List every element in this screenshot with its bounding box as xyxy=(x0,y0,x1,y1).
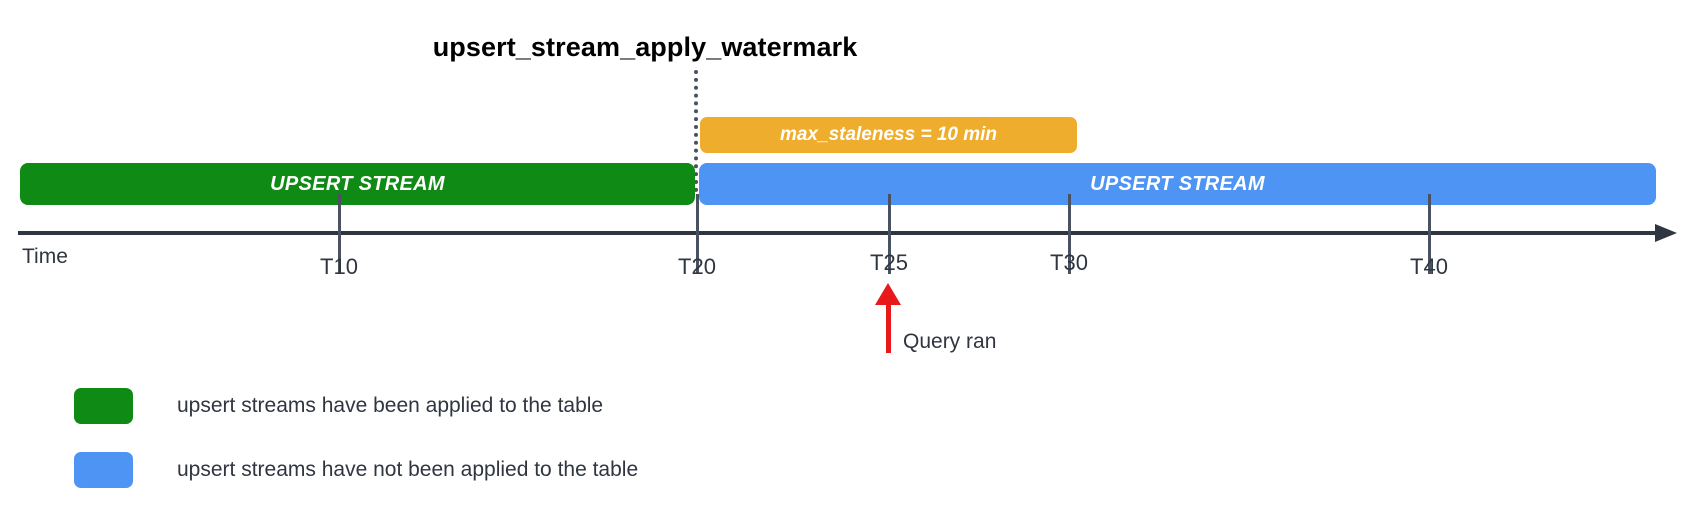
time-axis-caption: Time xyxy=(22,245,68,268)
upsert-stream-pending-label: UPSERT STREAM xyxy=(1090,172,1265,195)
page-title: upsert_stream_apply_watermark xyxy=(432,32,858,62)
max-staleness-label: max_staleness = 10 min xyxy=(779,124,998,145)
upsert-stream-pending-bar: UPSERT STREAM xyxy=(699,163,1656,205)
axis-tick-t40 xyxy=(1428,194,1431,274)
axis-tick-t10 xyxy=(338,194,341,274)
legend-swatch xyxy=(74,388,133,424)
legend-swatch xyxy=(74,452,133,488)
query-ran-arrow-icon xyxy=(875,283,901,305)
upsert-stream-applied-label: UPSERT STREAM xyxy=(270,172,445,195)
time-axis-arrow-icon xyxy=(1655,224,1677,242)
axis-tick-t30 xyxy=(1068,194,1071,274)
axis-tick-label-t10: T10 xyxy=(320,254,358,279)
upsert-stream-applied-bar: UPSERT STREAM xyxy=(20,163,695,205)
axis-tick-t20 xyxy=(696,194,699,274)
legend-label: upsert streams have been applied to the … xyxy=(177,394,604,417)
axis-tick-label-t20: T20 xyxy=(678,254,716,279)
max-staleness-band: max_staleness = 10 min xyxy=(700,117,1077,153)
legend: upsert streams have been applied to the … xyxy=(74,385,638,513)
axis-tick-label-t25: T25 xyxy=(870,250,908,275)
query-ran-label: Query ran xyxy=(903,330,997,353)
watermark-dotted-line xyxy=(694,70,698,192)
axis-tick-label-t40: T40 xyxy=(1410,254,1448,279)
time-axis-line xyxy=(18,231,1664,235)
legend-item: upsert streams have been applied to the … xyxy=(74,385,638,427)
axis-tick-label-t30: T30 xyxy=(1050,250,1088,275)
query-ran-arrow-shaft xyxy=(886,300,891,353)
axis-tick-t25 xyxy=(888,194,891,274)
legend-label: upsert streams have not been applied to … xyxy=(177,458,639,481)
legend-item: upsert streams have not been applied to … xyxy=(74,449,638,491)
